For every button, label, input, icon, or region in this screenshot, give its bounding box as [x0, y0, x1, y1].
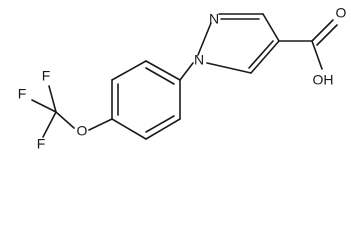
bond-c5-n1	[206, 62, 252, 74]
bond-n1-n2	[197, 22, 212, 56]
atom-label-f-2: F	[18, 86, 27, 102]
atom-label-f-3: F	[37, 136, 46, 152]
benzene-ring	[111, 60, 181, 140]
chemical-structure: N N OH O O F F F	[18, 5, 347, 152]
carboxylic-acid-group	[278, 19, 338, 70]
bond-c-f3	[42, 111, 57, 138]
bond-c-o-double-outer	[311, 19, 334, 42]
bond-c4-c5-inner	[248, 40, 274, 69]
bond-c-f2	[48, 85, 57, 113]
bond-ar4-ar5	[111, 118, 147, 140]
bond-ar1-ar2-inner	[145, 67, 175, 85]
bond-c3-c4	[262, 13, 280, 42]
atom-label-carbonyl-o: O	[336, 5, 347, 21]
structure-canvas: N N OH O O F F F	[18, 5, 347, 152]
atom-label-ether-o: O	[77, 123, 88, 139]
bond-n1-phenyl	[179, 62, 194, 81]
atom-label-f-1: F	[42, 68, 51, 84]
atom-label-oh: OH	[313, 72, 334, 88]
bond-ar1-ar2	[145, 60, 181, 81]
bond-ar-o	[88, 118, 113, 131]
bond-c-oh	[311, 40, 323, 70]
atom-label-n-bottom: N	[194, 52, 204, 68]
bond-ar5-ar6	[145, 118, 181, 140]
bond-c-f1	[31, 99, 57, 113]
bond-o-cf3	[55, 111, 75, 129]
bond-ar2-ar3	[111, 60, 147, 81]
pyrazole-ring	[197, 13, 280, 74]
bond-c4-c5-outer	[250, 40, 280, 74]
bond-ar5-ar6-inner	[145, 115, 175, 133]
atom-label-n-top: N	[209, 11, 219, 27]
trifluoromethoxy-group	[31, 85, 113, 138]
bond-c-o-double-inner	[316, 24, 338, 46]
